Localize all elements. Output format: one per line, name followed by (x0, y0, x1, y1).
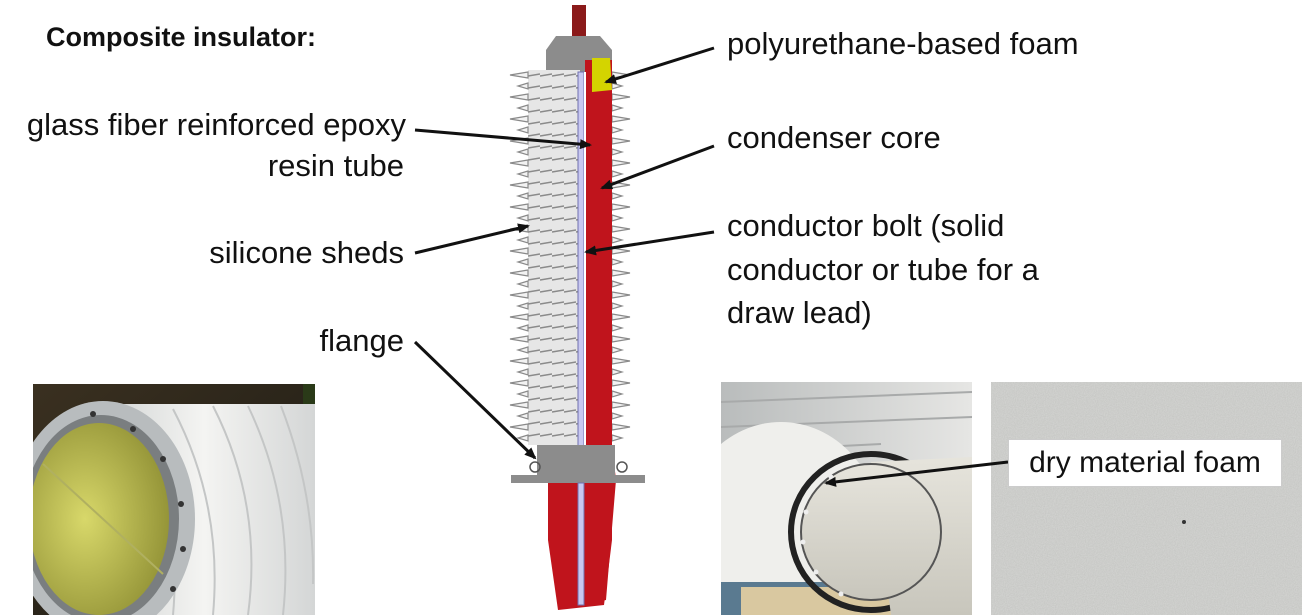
shed-fin-right (611, 423, 631, 431)
shed-fin-right (611, 148, 625, 156)
shed-fin-right (611, 82, 625, 90)
shed-fin-left (515, 346, 529, 354)
shed-fin-left (515, 236, 529, 244)
label-bolt-2: conductor or tube for a (727, 252, 1039, 287)
shed-fin-right (611, 434, 625, 442)
shed-fin-left (515, 214, 529, 222)
shed-fin-left (509, 335, 529, 343)
shed-fin-left (509, 313, 529, 321)
diagram-title: Composite insulator: (46, 22, 317, 52)
label-foam: polyurethane-based foam (727, 26, 1079, 61)
shed-fin-left (515, 82, 529, 90)
label-dry-foam: dry material foam (1008, 439, 1282, 487)
label-sheds: silicone sheds (209, 235, 404, 270)
shed-fin-right (611, 280, 625, 288)
shed-fin-right (611, 291, 631, 299)
foam-region (592, 58, 612, 92)
label-flange: flange (319, 323, 404, 358)
shed-fin-right (611, 302, 625, 310)
shed-fin-right (611, 93, 631, 101)
shed-fin-left (515, 126, 529, 134)
shed-fin-left (509, 357, 529, 365)
shed-fin-right (611, 225, 631, 233)
shed-fin-left (515, 104, 529, 112)
label-condenser: condenser core (727, 120, 941, 155)
shed-fin-left (515, 170, 529, 178)
label-epoxy-1: glass fiber reinforced epoxy (26, 107, 406, 142)
shed-fin-right (611, 412, 625, 420)
top-terminal (572, 5, 586, 40)
shed-fin-right (611, 203, 631, 211)
label-epoxy-2: resin tube (267, 148, 404, 183)
shed-fin-right (611, 313, 631, 321)
shed-fin-left (515, 434, 529, 442)
shed-fin-right (611, 390, 625, 398)
shed-fin-left (509, 269, 529, 277)
arrow-sheds (414, 223, 530, 255)
shed-fin-left (515, 324, 529, 332)
shed-fin-right (611, 115, 631, 123)
shed-fin-left (515, 412, 529, 420)
shed-fin-left (509, 401, 529, 409)
shed-fin-right (611, 214, 625, 222)
shed-fin-right (611, 170, 625, 178)
shed-fin-right (611, 357, 631, 365)
label-bolt-3: draw lead) (727, 295, 872, 330)
label-bolt-1: conductor bolt (solid (727, 208, 1005, 243)
shed-fin-right (611, 335, 631, 343)
shed-fin-right (611, 324, 625, 332)
shed-fin-right (611, 379, 631, 387)
photo-foam-joint (721, 382, 972, 615)
arrow-epoxy (414, 128, 592, 150)
arrow-bolt (584, 230, 715, 256)
shed-fin-right (611, 258, 625, 266)
shed-fin-left (509, 181, 529, 189)
photo-flange-end (33, 384, 315, 615)
shed-fin-left (515, 368, 529, 376)
shed-fin-left (509, 247, 529, 255)
shed-fin-right (611, 126, 625, 134)
shed-fin-left (515, 390, 529, 398)
shed-fin-left (515, 192, 529, 200)
shed-fin-right (611, 159, 631, 167)
shed-fin-right (611, 137, 631, 145)
shed-fin-right (611, 269, 631, 277)
shed-fin-left (515, 258, 529, 266)
shed-fin-left (509, 159, 529, 167)
shed-fin-right (611, 104, 625, 112)
shed-fin-left (515, 302, 529, 310)
shed-fin-left (509, 71, 529, 79)
shed-fin-left (509, 115, 529, 123)
arrow-flange (413, 340, 537, 460)
silicone-sheds (528, 70, 580, 445)
arrow-dry-foam (824, 460, 1009, 487)
shed-fin-right (611, 401, 631, 409)
shed-fin-left (509, 379, 529, 387)
shed-fin-right (611, 192, 625, 200)
shed-fin-left (509, 291, 529, 299)
arrow-condenser (600, 144, 715, 190)
shed-fin-right (611, 236, 625, 244)
shed-fin-right (611, 368, 625, 376)
flange-part (511, 445, 645, 483)
shed-fin-left (509, 203, 529, 211)
shed-fin-right (611, 346, 625, 354)
shed-fin-left (515, 148, 529, 156)
shed-fin-left (509, 93, 529, 101)
shed-fin-left (515, 280, 529, 288)
shed-fin-left (509, 423, 529, 431)
photo-foam-texture (991, 382, 1302, 615)
arrow-foam (604, 46, 715, 84)
